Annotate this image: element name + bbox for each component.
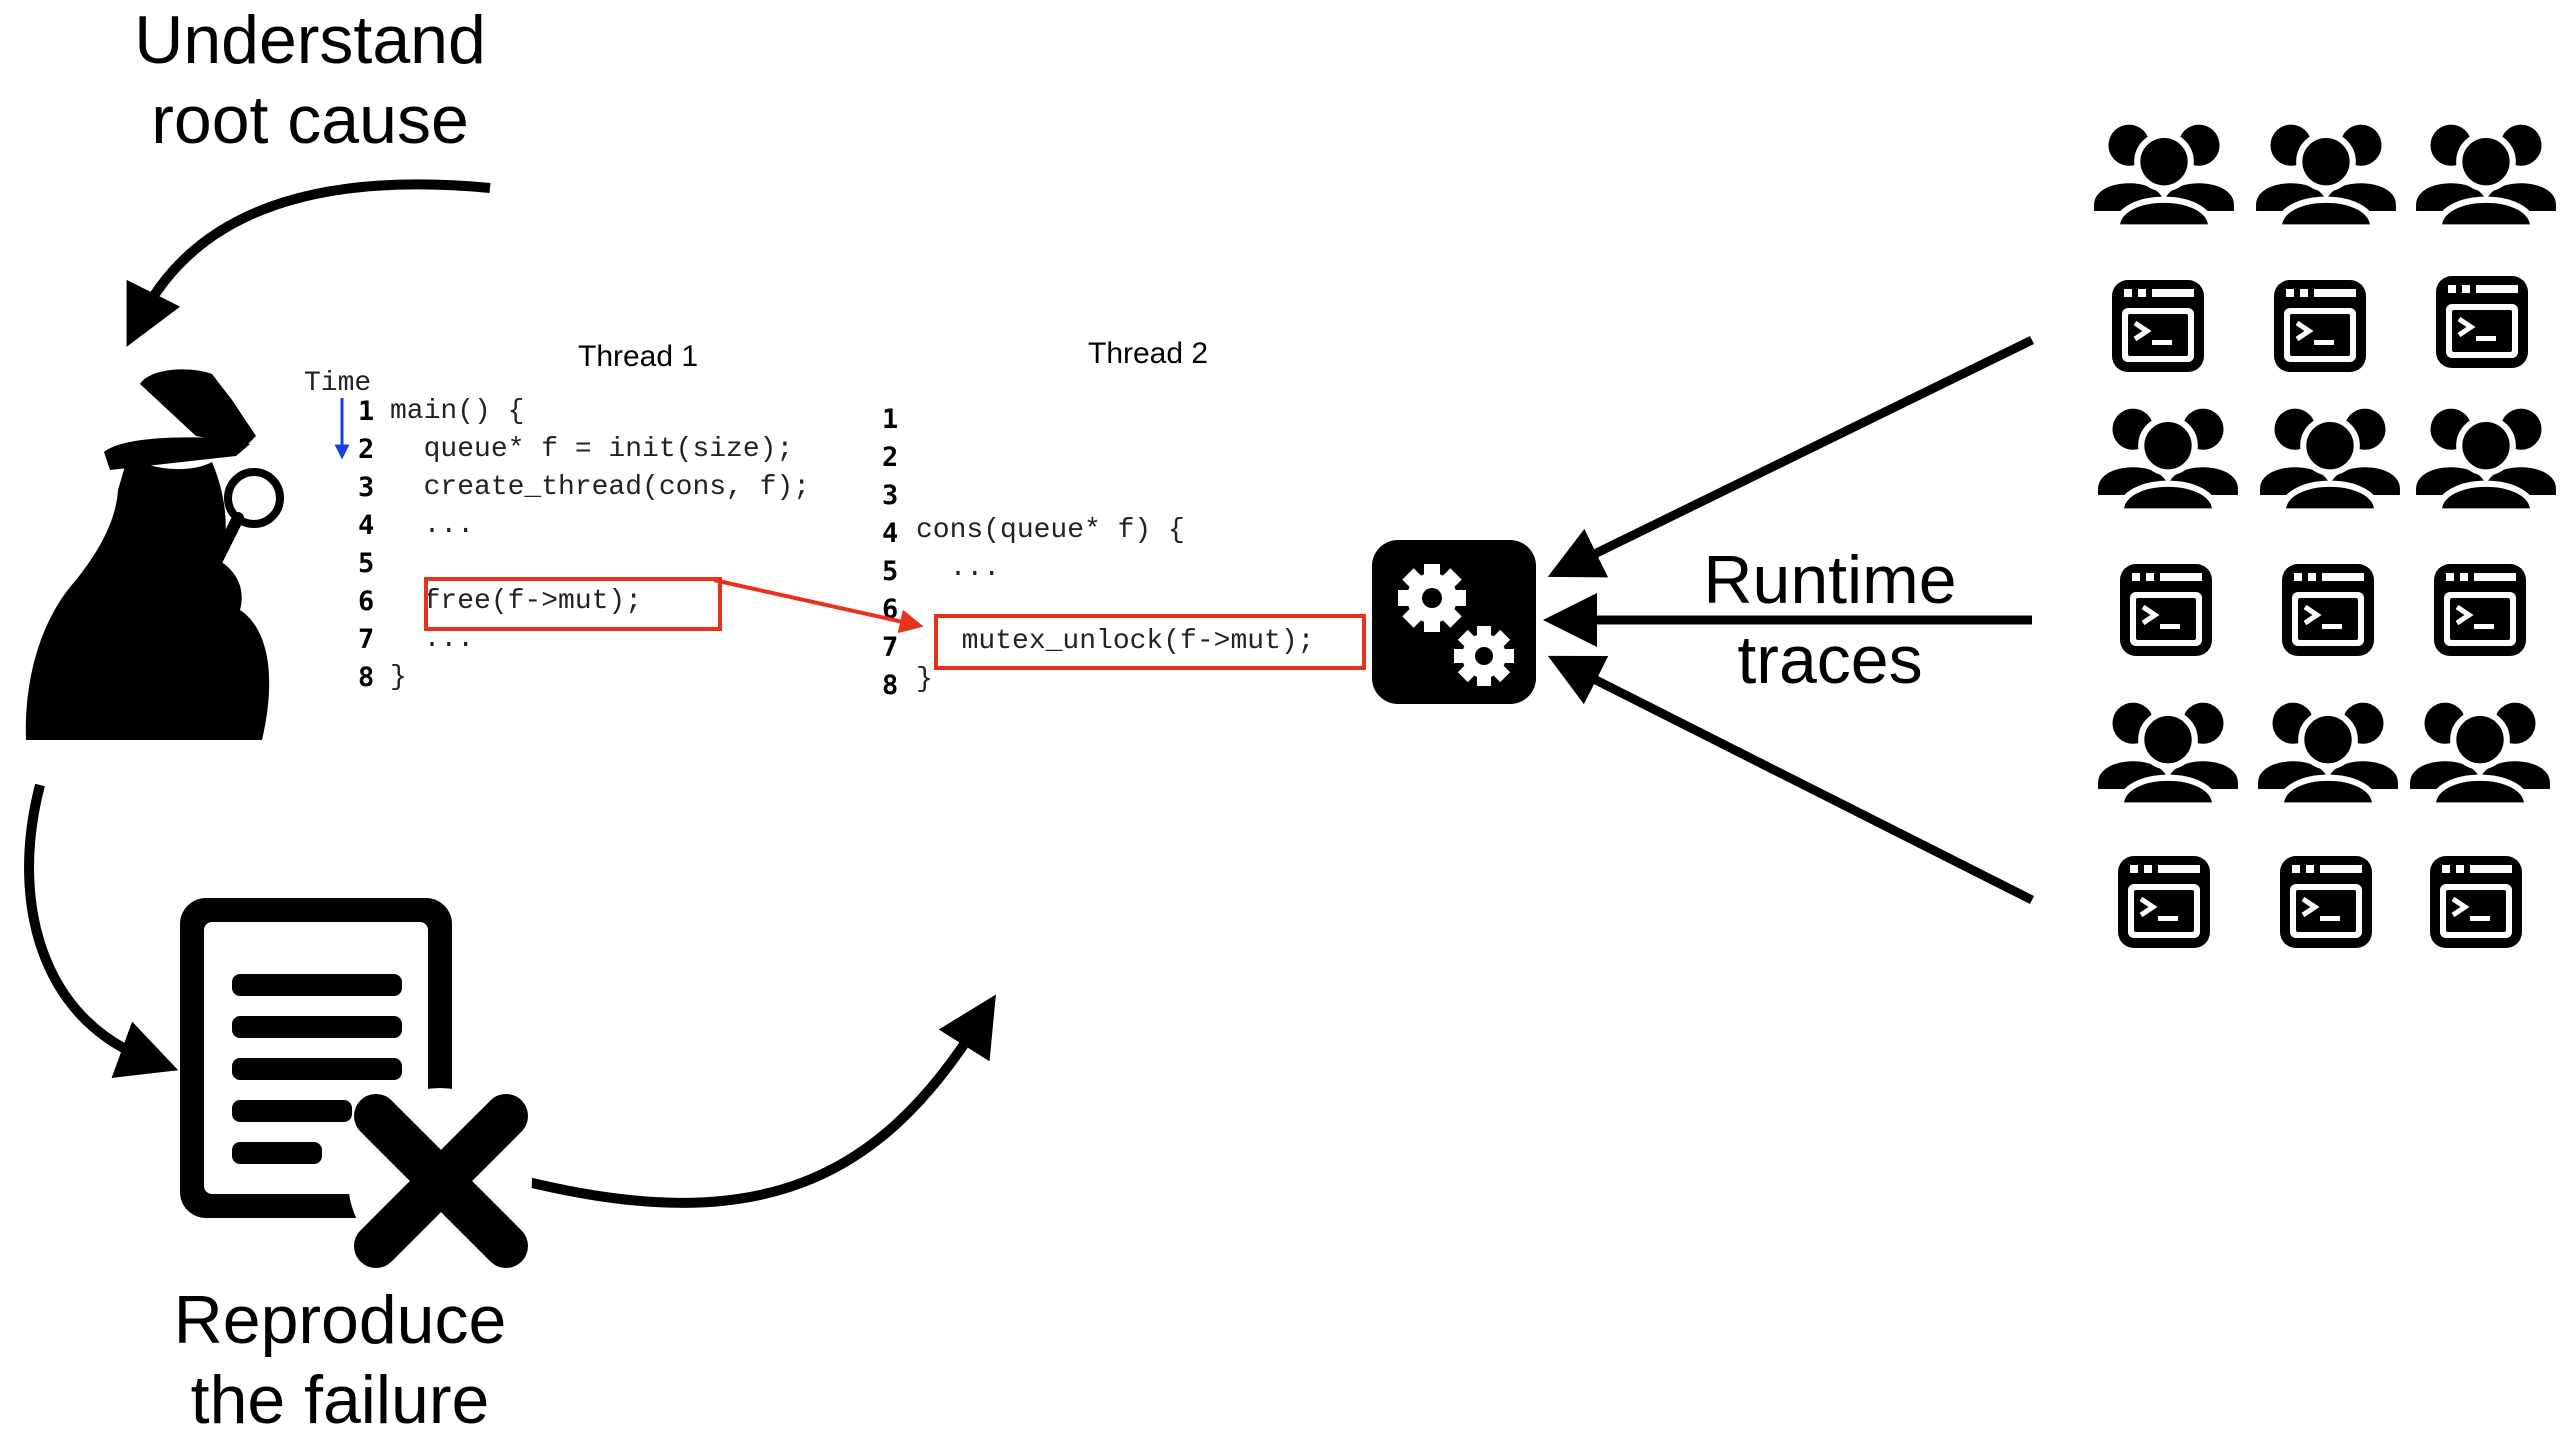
t2-code-line: ... <box>916 553 1001 584</box>
users-group-icon <box>2258 703 2398 806</box>
failure-to-code-arrow <box>518 994 996 1208</box>
t2-line-number: 8 <box>882 670 899 701</box>
runtime-traces-label: Runtime traces <box>1640 540 2020 700</box>
t1-line-number: 4 <box>358 510 375 541</box>
t2-line-number: 1 <box>882 404 899 435</box>
t2-line-number: 2 <box>882 442 899 473</box>
t1-code-line: } <box>390 662 407 693</box>
t1-line-number: 3 <box>358 472 375 503</box>
t1-code-line: queue* f = init(size); <box>390 434 794 465</box>
terminal-window-icon <box>2282 564 2374 656</box>
terminal-window-icon <box>2434 564 2526 656</box>
users-group-icon <box>2260 409 2400 512</box>
free-to-unlock-arrow <box>713 578 924 634</box>
users-group-icon <box>2098 409 2238 512</box>
users-terminals-grid <box>2094 125 2556 948</box>
free-highlight-box <box>424 577 722 631</box>
t1-line-number: 1 <box>358 396 375 427</box>
terminal-window-icon <box>2118 856 2210 948</box>
thread-1-title: Thread 1 <box>578 340 699 373</box>
t2-line-number: 7 <box>882 632 899 663</box>
reproduce-failure-label: Reproduce the failure <box>130 1280 550 1440</box>
terminal-window-icon <box>2120 564 2212 656</box>
t1-code-line: create_thread(cons, f); <box>390 472 811 503</box>
trace-arrow-bottom <box>1547 655 2035 905</box>
t2-code-line: cons(queue* f) { <box>916 515 1185 546</box>
users-group-icon <box>2416 125 2556 228</box>
runtime-line-2: traces <box>1737 622 1923 699</box>
t1-line-number: 2 <box>358 434 375 465</box>
terminal-window-icon <box>2430 856 2522 948</box>
terminal-window-icon <box>2280 856 2372 948</box>
users-group-icon <box>2410 703 2550 806</box>
t1-line-number: 7 <box>358 624 375 655</box>
t1-code-line: ... <box>390 510 475 541</box>
time-label: Time <box>304 368 372 399</box>
thread-2-title: Thread 2 <box>1088 337 1209 370</box>
unlock-highlight-box <box>934 614 1366 670</box>
understand-line-2: root cause <box>151 82 469 159</box>
users-group-icon <box>2094 125 2234 228</box>
t1-line-number: 6 <box>358 586 375 617</box>
terminal-window-icon <box>2274 280 2366 372</box>
t1-line-number: 5 <box>358 548 375 579</box>
users-group-icon <box>2416 409 2556 512</box>
document-x-icon <box>180 898 532 1272</box>
terminal-window-icon <box>2112 280 2204 372</box>
gears-icon <box>1372 540 1536 704</box>
t1-code-line-free: free(f->mut); <box>390 586 643 617</box>
detective-icon <box>25 369 284 740</box>
t2-code-line-unlock: mutex_unlock(f->mut); <box>928 626 1315 657</box>
users-group-icon <box>2256 125 2396 228</box>
t1-code-line: main() { <box>390 396 525 427</box>
detective-to-failure-arrow <box>24 783 179 1078</box>
reproduce-line-2: the failure <box>190 1362 490 1439</box>
users-group-icon <box>2098 703 2238 806</box>
understand-root-cause-label: Understand root cause <box>100 0 520 160</box>
understand-line-1: Understand <box>134 2 486 78</box>
runtime-line-1: Runtime <box>1703 542 1957 618</box>
t2-line-number: 5 <box>882 556 899 587</box>
understand-arrow <box>126 179 491 347</box>
reproduce-line-1: Reproduce <box>173 1282 507 1358</box>
t2-code-line: } <box>916 664 933 695</box>
t2-line-number: 3 <box>882 480 899 511</box>
t2-line-number: 4 <box>882 518 899 549</box>
t1-line-number: 8 <box>358 662 375 693</box>
trace-arrow-top <box>1547 335 2034 578</box>
terminal-window-icon <box>2436 276 2528 368</box>
